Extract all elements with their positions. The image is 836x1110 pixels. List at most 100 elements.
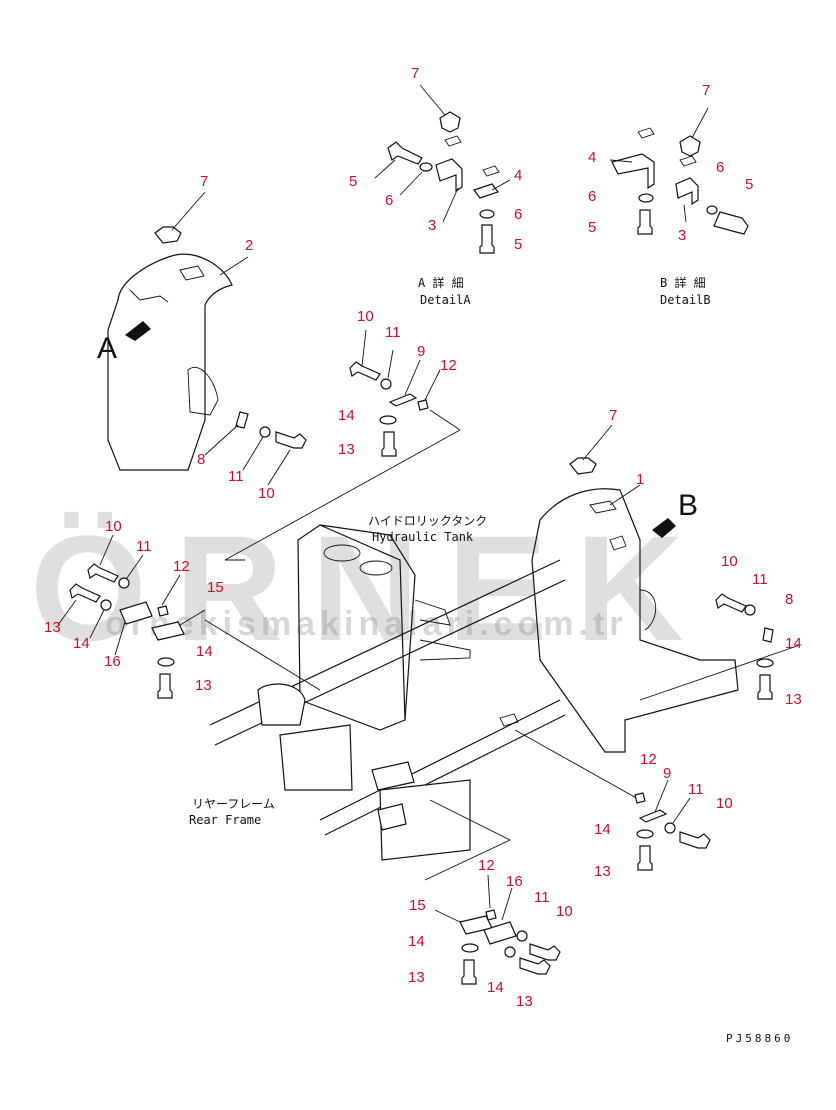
callout: 14 [408, 933, 425, 950]
hydraulic-en: Hydraulic Tank [372, 530, 474, 544]
callout: 13 [516, 993, 533, 1010]
callout: 13 [44, 619, 61, 636]
callout: 6 [588, 188, 596, 205]
bracket-15-lf-icon [151, 621, 185, 641]
arrow-b-icon [652, 518, 676, 538]
callout: 13 [195, 677, 212, 694]
leader-7-a [419, 84, 446, 116]
bolt-13-bot-icon [461, 959, 477, 985]
callout: 11 [228, 468, 244, 485]
clip-12-lf-icon [157, 605, 169, 617]
leader-13-lf [57, 599, 77, 626]
left-fasteners [57, 534, 321, 699]
cover-2-detail [129, 289, 169, 303]
washer-14-right-icon [756, 658, 774, 668]
bolt-10-mid-icon [349, 361, 381, 381]
detail-b-jp: B 詳 細 [660, 275, 706, 290]
detail-b-en: DetailB [660, 293, 711, 307]
leader-10-lf [99, 534, 114, 566]
leader-mid-1 [429, 409, 461, 431]
callout: 11 [688, 781, 704, 798]
callout: 6 [385, 192, 393, 209]
tank-port-1 [323, 544, 361, 562]
bolt-10-left-icon [275, 431, 307, 449]
callout: 10 [357, 308, 374, 325]
callout: 15 [207, 579, 224, 596]
tank-port-2 [359, 560, 393, 576]
callout: 13 [785, 691, 802, 708]
bolt-10-bot-icon [529, 943, 561, 961]
bolt-13-lf-icon [69, 583, 101, 603]
bolt-5-a-icon [387, 141, 423, 165]
bolt-5-a2-icon [479, 224, 495, 254]
leader-5-a [374, 159, 396, 179]
callouts: 7 5 6 3 4 6 5 7 4 6 5 3 6 5 7 2 8 11 10 … [44, 65, 802, 1010]
washer-6-a2-icon [479, 209, 495, 219]
leader-8-left [204, 424, 239, 456]
cover-1-handle [639, 589, 657, 631]
callout: 5 [349, 173, 357, 190]
callout: 4 [514, 167, 522, 184]
callout: 7 [411, 65, 419, 82]
lr-fasteners [634, 779, 711, 871]
callout: 14 [487, 979, 504, 996]
arrow-a-icon [125, 321, 151, 341]
cover-1-hole [589, 500, 617, 514]
washer-11-right-icon [744, 604, 756, 616]
washer-14-lr-icon [636, 829, 654, 839]
leader-lf-long [204, 619, 321, 691]
callout: 2 [245, 237, 253, 254]
leader-7-right [582, 424, 613, 461]
callout: 16 [104, 653, 121, 670]
part-code: PJ58860 [726, 1032, 793, 1045]
callout: 4 [588, 149, 596, 166]
nut-7-right-icon [569, 457, 597, 475]
leader-11-lf [126, 554, 144, 579]
bottom-fasteners [434, 874, 561, 985]
rear-frame-en: Rear Frame [189, 813, 261, 827]
hydraulic-jp: ハイドロリックタンク [368, 514, 487, 528]
leader-14-lf [89, 609, 105, 639]
clip-12-lr-icon [634, 792, 646, 804]
frame-mount-left [257, 683, 306, 726]
view-a-letter: A [97, 332, 117, 365]
plate-16-bot-icon [483, 921, 517, 945]
rear-frame [209, 559, 641, 881]
cover-2-hole [179, 265, 205, 281]
leader-frame-r [514, 729, 641, 801]
frame-rail-4 [324, 714, 566, 836]
callout: 6 [514, 206, 522, 223]
leader-10-mid [361, 329, 367, 367]
washer-14-lf-icon [100, 599, 112, 611]
callout: 3 [428, 217, 436, 234]
washer-14-lf2-icon [157, 657, 175, 667]
callout: 3 [678, 227, 686, 244]
leader-15-bot [434, 909, 461, 923]
washer-6-a-icon [419, 162, 433, 172]
callout: 10 [716, 795, 733, 812]
detail-a [374, 84, 511, 254]
bolt-13-right-icon [757, 674, 773, 700]
clip-8-left-icon [235, 411, 249, 429]
callout: 11 [385, 324, 401, 341]
frame-clip [499, 713, 519, 727]
nut-7-left-icon [154, 226, 182, 244]
plate-16-lf-icon [119, 601, 153, 625]
clip-9-lr-icon [638, 809, 668, 823]
callout: 7 [702, 82, 710, 99]
washer-11-mid-icon [380, 378, 392, 390]
washer-14-bot-icon [461, 943, 479, 953]
washer-14-mid-icon [379, 415, 397, 425]
frame-bracket [371, 761, 415, 791]
callout: 14 [338, 407, 355, 424]
callout: 10 [105, 518, 122, 535]
cover-1-bracket [609, 535, 627, 551]
detail-b [609, 107, 749, 235]
callout: 11 [534, 889, 550, 906]
detail-a-en: DetailA [420, 293, 471, 307]
leader-right-long [639, 644, 801, 701]
bolt-13-lf2-icon [157, 673, 173, 699]
bolt-10-lr-icon [679, 831, 711, 849]
leader-frame-b2 [424, 839, 511, 881]
